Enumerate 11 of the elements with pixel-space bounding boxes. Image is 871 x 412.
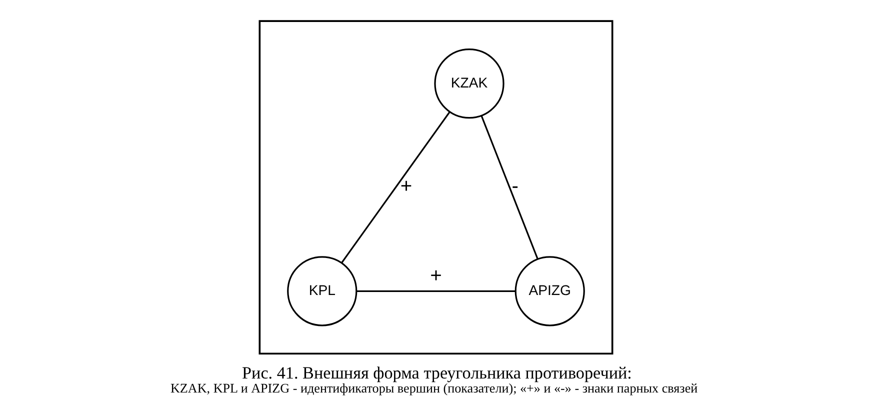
- node-circle: KZAK: [434, 48, 504, 118]
- node-circle: KPL: [286, 256, 357, 326]
- edge-label: -: [511, 174, 518, 197]
- edge-label: +: [430, 264, 442, 287]
- connector: [340, 110, 450, 263]
- connector: [480, 115, 538, 259]
- edge-label: +: [400, 174, 412, 197]
- node-circle: APIZG: [514, 256, 584, 326]
- connector: [356, 290, 515, 292]
- cluster: [258, 20, 613, 354]
- caption: Рис. 41. Внешняя форма треугольника противоречий: KZAK, KPL и APIZG - идентификаторы вершин (показатели); «+» и «-» - знаки парных связей: [170, 362, 698, 395]
